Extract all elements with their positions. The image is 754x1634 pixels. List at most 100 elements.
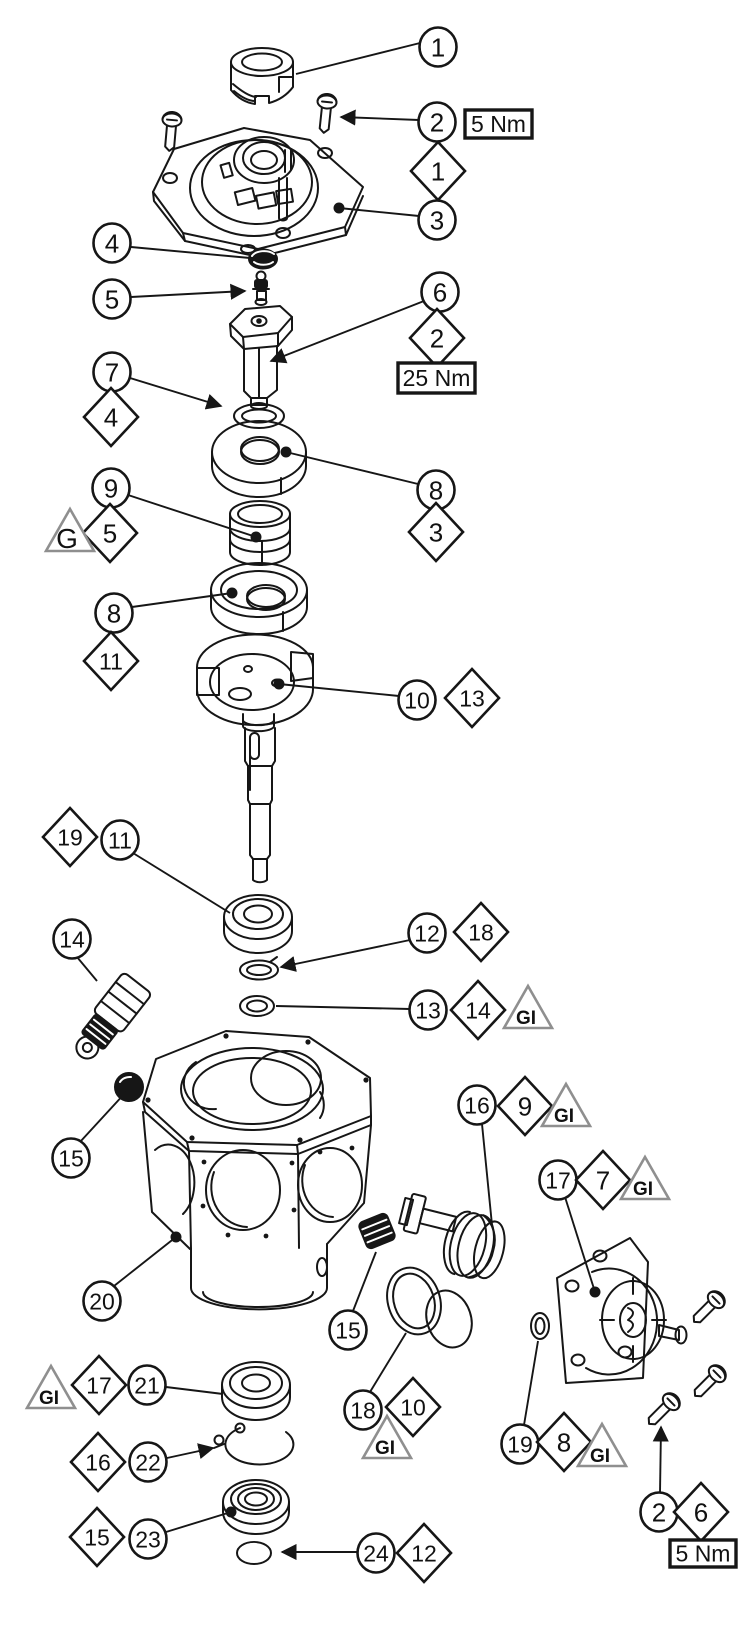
ref-diamond-8 xyxy=(535,1411,593,1473)
ref-diamond-label-19: 19 xyxy=(57,824,83,850)
ref-diamond-label-11: 11 xyxy=(99,648,123,674)
part-screw xyxy=(158,110,184,153)
ref-diamond-label-12: 12 xyxy=(411,1540,437,1566)
ref-diamond-label-14: 14 xyxy=(465,997,491,1023)
leader-line-20 xyxy=(113,1231,182,1287)
leader-line-10 xyxy=(273,678,400,697)
callout-16 xyxy=(457,1084,497,1126)
callout-label-18: 18 xyxy=(350,1397,376,1423)
leader-line-5 xyxy=(130,283,247,300)
part-sleeve-9 xyxy=(229,500,291,566)
ref-diamond-label-9: 9 xyxy=(518,1091,532,1121)
callout-20 xyxy=(82,1280,122,1322)
ref-diamond-17 xyxy=(70,1354,128,1416)
part-cap xyxy=(230,47,294,105)
part-ring-8 xyxy=(210,562,308,635)
torque-box-1 xyxy=(396,361,477,395)
part-orings-18 xyxy=(386,1266,473,1349)
ref-diamond-label-5: 5 xyxy=(103,518,117,548)
callout-label-8: 8 xyxy=(429,475,443,505)
part-circlip-22 xyxy=(213,1422,295,1466)
ref-diamond-label-10: 10 xyxy=(400,1394,426,1420)
part-oring-7 xyxy=(233,403,285,429)
leader-line-3 xyxy=(333,202,420,217)
torque-box-0 xyxy=(463,108,534,140)
callout-label-16: 16 xyxy=(464,1092,490,1118)
ref-diamond-1 xyxy=(409,140,467,202)
ref-diamond-label-16: 16 xyxy=(85,1449,111,1475)
leader-line-22 xyxy=(166,1443,215,1459)
ref-diamond-10 xyxy=(384,1376,442,1438)
callout-label-1: 1 xyxy=(431,32,445,62)
warning-triangle-GI xyxy=(360,1413,414,1460)
part-screw xyxy=(687,1360,731,1404)
part-piston-16 xyxy=(398,1193,506,1280)
callout-15 xyxy=(51,1137,91,1179)
warning-triangle-GI xyxy=(575,1421,629,1468)
leader-line-11 xyxy=(132,852,231,914)
callout-8 xyxy=(94,592,134,634)
callout-label-19: 19 xyxy=(507,1431,533,1457)
callout-label-21: 21 xyxy=(134,1372,160,1398)
leader-line-17 xyxy=(564,1196,601,1298)
callout-label-9: 9 xyxy=(104,473,118,503)
part-bearing-23 xyxy=(222,1479,290,1535)
part-bearing-11 xyxy=(223,894,293,954)
leader-line-15 xyxy=(352,1251,377,1312)
ref-diamond-label-2: 2 xyxy=(430,323,444,353)
callout-label-8: 8 xyxy=(107,598,121,628)
callout-label-15: 15 xyxy=(335,1317,361,1343)
callout-label-2: 2 xyxy=(430,107,444,137)
ref-diamond-11 xyxy=(82,630,140,692)
torque-box-2 xyxy=(668,1538,738,1569)
part-nut xyxy=(248,248,278,270)
callout-18 xyxy=(343,1389,383,1431)
leader-line-15 xyxy=(79,1091,127,1143)
leader-line-4 xyxy=(130,246,251,259)
ref-diamond-label-13: 13 xyxy=(459,685,485,711)
callout-22 xyxy=(128,1441,168,1483)
callout-label-22: 22 xyxy=(135,1449,161,1475)
leader-line-6 xyxy=(269,300,425,364)
warning-triangle-label-GI: GI xyxy=(633,1179,653,1200)
warning-triangle-GI xyxy=(501,983,555,1030)
ref-diamond-label-17: 17 xyxy=(86,1372,112,1398)
ref-diamond-7 xyxy=(574,1149,632,1211)
ref-diamond-14 xyxy=(449,979,507,1041)
ref-diamond-4 xyxy=(82,386,140,448)
callout-label-12: 12 xyxy=(414,920,440,946)
leader-line-16 xyxy=(481,1123,493,1226)
callout-4 xyxy=(92,222,132,264)
part-cam-shaft xyxy=(195,633,315,884)
part-valve-body xyxy=(229,305,293,410)
part-grease-nipple xyxy=(252,270,270,306)
part-disc-8 xyxy=(211,420,307,498)
part-washer-12 xyxy=(239,956,279,981)
part-motor-flange xyxy=(556,1237,688,1384)
leader-line-21 xyxy=(165,1386,224,1395)
leader-line-19 xyxy=(523,1340,539,1426)
leader-line-2 xyxy=(652,1425,669,1494)
ref-diamond-18 xyxy=(452,901,510,963)
part-screw xyxy=(641,1388,685,1432)
callout-label-11: 11 xyxy=(108,827,132,853)
callout-13 xyxy=(408,989,448,1031)
part-oring-13 xyxy=(239,995,275,1017)
leader-line-9 xyxy=(127,494,262,543)
callout-label-13: 13 xyxy=(415,997,441,1023)
warning-triangle-GI xyxy=(539,1081,593,1128)
callout-24 xyxy=(356,1532,396,1574)
callout-label-24: 24 xyxy=(363,1540,389,1566)
warning-triangle-label-GI: GI xyxy=(516,1008,536,1029)
callout-label-7: 7 xyxy=(105,357,119,387)
callout-23 xyxy=(128,1518,168,1560)
warning-triangle-label-GI: GI xyxy=(375,1438,395,1459)
callout-label-23: 23 xyxy=(135,1526,161,1552)
ref-diamond-label-18: 18 xyxy=(468,919,494,945)
callout-10 xyxy=(397,679,437,721)
part-ball-15 xyxy=(114,1072,144,1102)
part-housing xyxy=(142,1030,372,1311)
part-screw xyxy=(313,92,339,135)
leader-line-14 xyxy=(76,956,98,982)
